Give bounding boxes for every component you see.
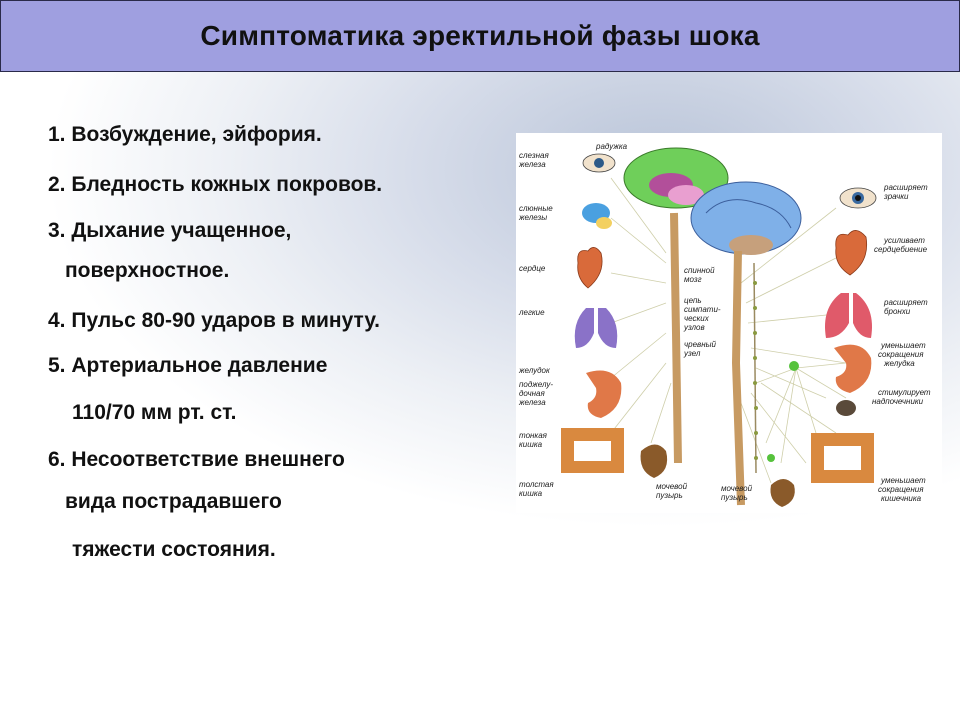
brain-icon: [690, 181, 802, 255]
diagram-label: желудка: [883, 359, 915, 368]
symptom-item-continued: вида пострадавшего: [65, 490, 282, 513]
diagram-label: сокращения: [878, 485, 924, 494]
diagram-label: легкие: [518, 308, 545, 317]
diagram-label: мочевой: [721, 484, 753, 493]
diagram-label: мочевой: [656, 482, 688, 491]
intestine-icon: [811, 433, 874, 483]
symptom-item: 2. Бледность кожных покровов.: [48, 173, 383, 196]
diagram-label: кишечника: [881, 494, 922, 503]
diagram-label: толстая: [519, 480, 554, 489]
symptom-item: 3. Дыхание учащенное,: [48, 219, 292, 242]
diagram-label: надпочечники: [872, 397, 924, 406]
diagram-label: узлов: [683, 323, 705, 332]
diagram-label: расширяет: [883, 298, 928, 307]
diagram-label: железа: [518, 398, 546, 407]
diagram-label: расширяет: [883, 183, 928, 192]
symptom-item-continued: тяжести состояния.: [72, 538, 276, 561]
diagram-label: железа: [518, 160, 546, 169]
diagram-label: поджелу-: [519, 380, 553, 389]
symptom-item: 5. Артериальное давление: [48, 354, 328, 377]
lungs-icon: [574, 308, 618, 348]
stomach-icon: [834, 344, 872, 393]
diagram-label: усиливает: [883, 236, 925, 245]
diagram-label: тонкая: [519, 431, 548, 440]
eye-icon: [839, 187, 877, 209]
diagram-label: желудок: [518, 366, 551, 375]
diagram-label: слюнные: [519, 204, 553, 213]
diagram-label: сердце: [519, 264, 546, 273]
title-bar: Симптоматика эректильной фазы шока: [0, 0, 960, 72]
symptom-item: 1. Возбуждение, эйфория.: [48, 123, 322, 146]
diagram-label: кишка: [519, 489, 543, 498]
diagram-label: цепь: [684, 296, 702, 305]
diagram-label: уменьшает: [880, 341, 926, 350]
diagram-label: уменьшает: [880, 476, 926, 485]
diagram-label: бронхи: [884, 307, 911, 316]
heart-icon: [835, 230, 868, 276]
diagram-label: мозг: [684, 275, 702, 284]
diagram-label: спинной: [684, 266, 715, 275]
slide-title: Симптоматика эректильной фазы шока: [200, 20, 760, 51]
diagram-label: дочная: [519, 389, 546, 398]
symptom-item-continued: поверхностное.: [65, 259, 230, 282]
diagram-label: сокращения: [878, 350, 924, 359]
diagram-label: сердцебиение: [874, 245, 928, 254]
celiac-ganglion-icon: [789, 361, 799, 371]
intestine-icon: [561, 428, 624, 473]
eye-icon: [582, 153, 616, 173]
lungs-icon: [825, 293, 872, 338]
diagram-label: чревный: [684, 340, 717, 349]
stomach-icon: [586, 370, 622, 418]
salivary-gland-icon: [582, 203, 612, 229]
bladder-icon: [640, 444, 668, 478]
diagram-label: пузырь: [721, 493, 748, 502]
diagram-label: слезная: [519, 151, 549, 160]
symptom-item: 6. Несоответствие внешнего: [48, 448, 345, 471]
adrenal-icon: [836, 400, 856, 416]
diagram-label: ческих: [684, 314, 710, 323]
heart-icon: [577, 247, 603, 289]
diagram-label: симпати-: [684, 305, 721, 314]
diagram-label: пузырь: [656, 491, 683, 500]
diagram-label: кишка: [519, 440, 543, 449]
brain-icon: [623, 147, 729, 209]
symptom-item: 4. Пульс 80-90 ударов в минуту.: [48, 309, 381, 332]
diagram-label: радужка: [595, 142, 628, 151]
diagram-label: стимулирует: [878, 388, 931, 397]
diagram-label: зрачки: [883, 192, 909, 201]
diagram-label: железы: [518, 213, 547, 222]
diagram-label: узел: [683, 349, 701, 358]
symptom-item-continued: 110/70 мм рт. ст.: [72, 401, 237, 424]
bladder-icon: [770, 479, 795, 507]
